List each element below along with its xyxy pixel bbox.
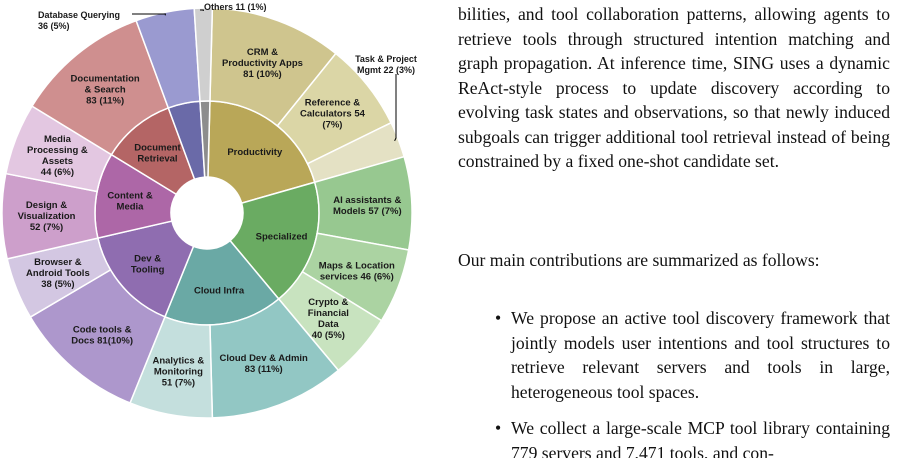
outer-label-reference: Reference &Calculators 54(7%) [300,97,366,130]
contribution-list: • We propose an active tool discovery fr… [454,306,894,458]
inner-label-cloud-infra: Cloud Infra [194,286,245,297]
list-item: • We propose an active tool discovery fr… [454,306,890,404]
inner-label-productivity: Productivity [227,147,283,158]
inner-label-dev-tooling: Dev &Tooling [131,254,165,276]
list-item: • We collect a large-scale MCP tool libr… [454,416,890,458]
outer-ring [1,7,413,419]
outer-label-ai-assistants: AI assistants &Models 57 (7%) [333,195,402,217]
list-item-text: We collect a large-scale MCP tool librar… [511,418,890,458]
bullet-marker: • [495,308,502,328]
article-column: bilities, and tool collaboration pattern… [454,0,896,458]
outer-label-code-tools: Code tools &Docs 81(10%) [71,325,133,347]
body-paragraph-1: bilities, and tool collaboration pattern… [458,4,890,171]
list-item-text: We propose an active tool discovery fram… [511,308,890,402]
center-hole [171,177,243,249]
callout-line [200,9,204,12]
callout-label-others-11-1: Others 11 (1%) [204,2,267,12]
outer-slice-others-11-1 [193,7,214,103]
bullet-marker: • [495,418,502,438]
inner-label-content-media: Content &Media [107,190,153,212]
body-paragraph-2: Our main contributions are summarized as… [458,250,820,270]
inner-label-specialized: Specialized [256,231,308,242]
callout-line [394,74,397,142]
callout-line [132,13,166,16]
